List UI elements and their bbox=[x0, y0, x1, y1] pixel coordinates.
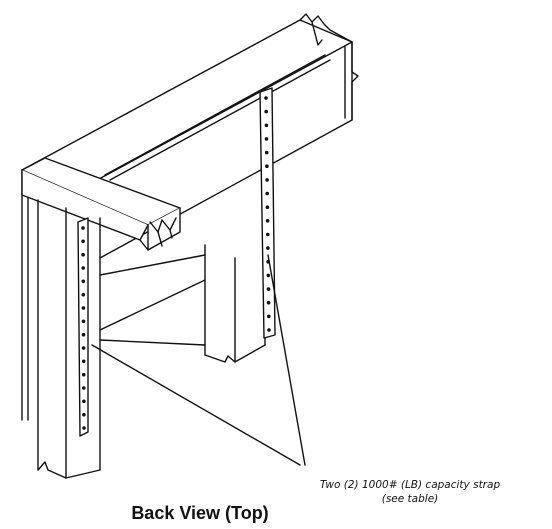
nail-hole bbox=[81, 346, 86, 350]
nail-hole bbox=[264, 137, 269, 141]
callout-line-1: Two (2) 1000# (LB) capacity strap bbox=[319, 479, 501, 491]
nail-hole bbox=[266, 287, 271, 291]
nail-hole bbox=[81, 306, 86, 310]
nail-hole bbox=[81, 319, 86, 324]
nail-hole bbox=[81, 226, 85, 230]
nail-hole bbox=[266, 260, 270, 264]
nail-hole bbox=[81, 359, 86, 364]
nail-hole-dots bbox=[81, 96, 271, 430]
nail-hole bbox=[81, 266, 85, 270]
nail-hole bbox=[265, 205, 270, 209]
nail-hole bbox=[264, 150, 269, 155]
nail-hole bbox=[81, 372, 86, 377]
nail-hole bbox=[266, 246, 270, 250]
nail-hole bbox=[81, 332, 86, 337]
nail-hole bbox=[265, 219, 270, 223]
view-caption: Back View (Top) bbox=[131, 503, 269, 523]
nail-hole bbox=[81, 279, 86, 284]
nail-hole bbox=[81, 292, 86, 297]
callout-leaders bbox=[91, 254, 306, 466]
nail-hole bbox=[267, 314, 271, 319]
top-plate-beam bbox=[21, 13, 359, 421]
nail-hole bbox=[82, 412, 86, 417]
cross-member bbox=[21, 157, 181, 251]
nail-hole bbox=[82, 399, 86, 404]
nail-hole bbox=[266, 300, 271, 305]
brace-lines bbox=[99, 254, 206, 346]
nail-hole bbox=[265, 178, 269, 182]
nail-hole bbox=[82, 386, 86, 390]
nail-hole bbox=[267, 328, 271, 332]
nail-hole bbox=[81, 252, 85, 257]
nail-hole bbox=[264, 109, 269, 114]
left-stud bbox=[37, 199, 101, 479]
callout-line-2: (see table) bbox=[381, 493, 439, 505]
nail-hole bbox=[264, 96, 268, 100]
nail-hole bbox=[264, 123, 269, 128]
nail-hole bbox=[265, 164, 269, 168]
nail-hole bbox=[81, 239, 85, 244]
right-stud bbox=[204, 87, 276, 363]
nail-hole bbox=[82, 426, 86, 430]
strap-callout: Two (2) 1000# (LB) capacity strap (see t… bbox=[268, 478, 552, 506]
nail-hole bbox=[265, 191, 270, 196]
nail-hole bbox=[266, 273, 271, 278]
nail-hole bbox=[266, 232, 270, 237]
